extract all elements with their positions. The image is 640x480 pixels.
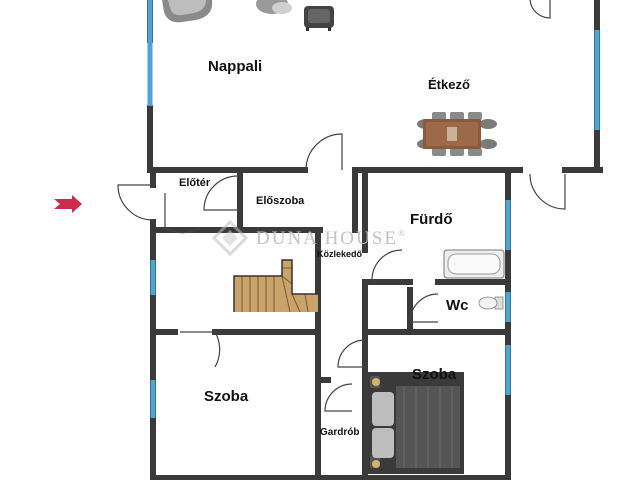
room-label-furdo: Fürdő (410, 211, 453, 228)
entrance-arrow-icon (54, 195, 82, 213)
bed-icon (368, 372, 464, 474)
door (409, 293, 439, 323)
watermark-brand: DUNA HOUSE (256, 228, 398, 249)
door (180, 331, 221, 368)
door (371, 249, 403, 281)
watermark-registered-mark: ® (397, 228, 407, 238)
door (324, 383, 353, 412)
duna-house-logo-icon (211, 219, 249, 257)
room-label-szoba-left: Szoba (204, 388, 249, 405)
door (529, 0, 551, 19)
toilet-icon (478, 296, 504, 310)
door (337, 339, 366, 368)
room-label-eloter: Előtér (179, 177, 211, 189)
door (305, 133, 343, 171)
door (203, 175, 239, 211)
dining-table-icon (417, 112, 497, 156)
room-label-etkezo: Étkező (428, 77, 470, 92)
room-label-nappali: Nappali (208, 58, 263, 75)
walls (147, 0, 603, 480)
entrance-door (117, 184, 154, 221)
watermark-text: DUNA HOUSE® (256, 228, 407, 250)
room-label-wc: Wc (446, 297, 469, 314)
door (529, 173, 566, 210)
sofa-icon (162, 0, 292, 23)
room-label-szoba-right: Szoba (412, 366, 457, 383)
doors (117, 0, 566, 412)
stairs-icon (233, 259, 318, 313)
bathtub-icon (443, 249, 505, 279)
room-label-gardrob: Gardrób (320, 427, 360, 438)
room-label-kozlekedo: Közlekedő (317, 249, 363, 259)
windows (147, 0, 600, 418)
armchair-icon (304, 6, 334, 31)
door (164, 193, 201, 234)
room-label-eloszoba: Előszoba (256, 195, 305, 207)
